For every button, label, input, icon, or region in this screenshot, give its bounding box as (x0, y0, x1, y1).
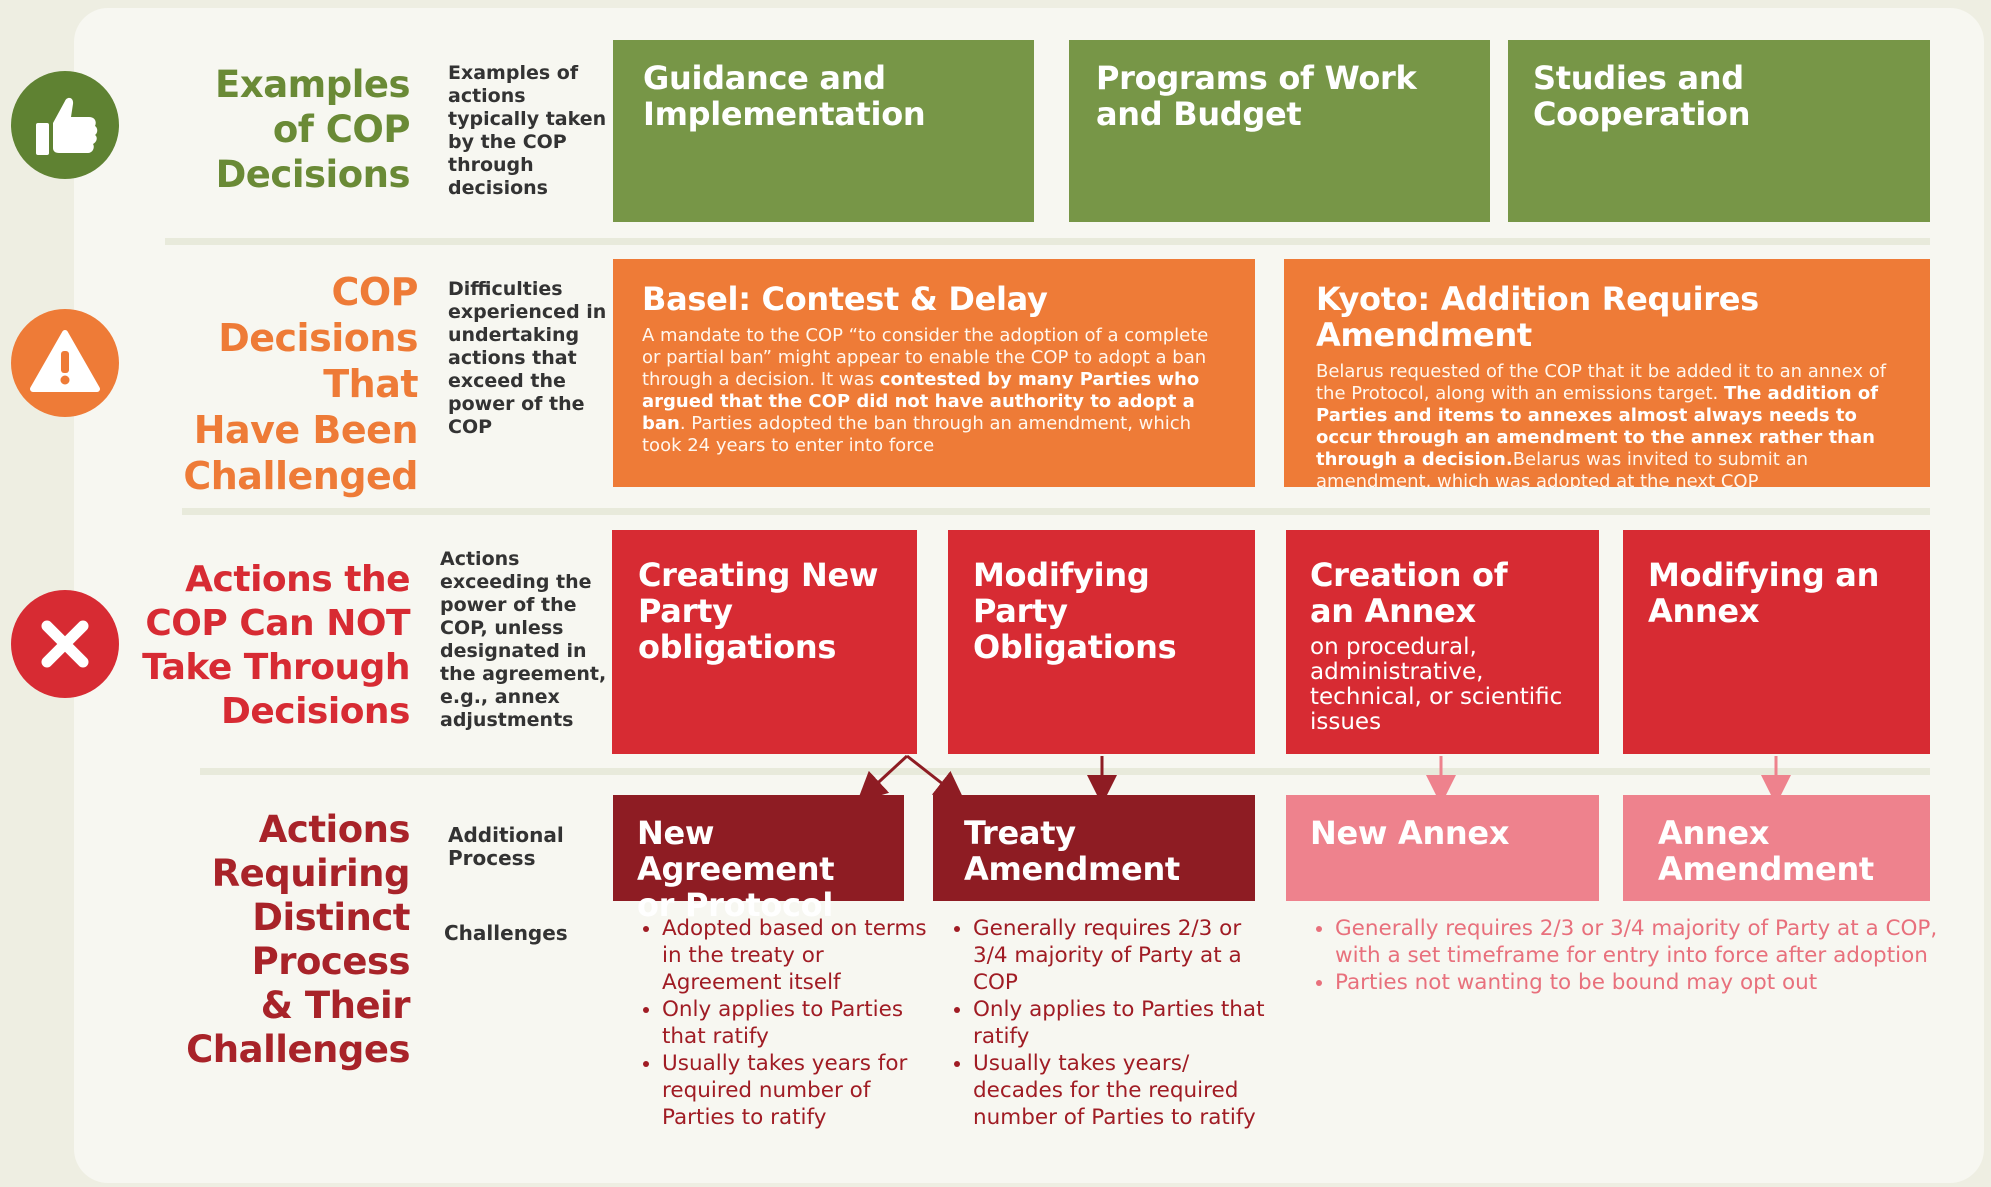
box-title: Programs of Work and Budget (1096, 59, 1417, 133)
amendment-challenges-list: Generally requires 2/3 or 3/4 majority o… (943, 915, 1273, 1131)
examples-row-title: Examples of COP Decisions (215, 63, 410, 196)
box-title: Modifying an Annex (1648, 556, 1880, 630)
challenged-row-description: Difficulties experienced in undertaking … (448, 278, 607, 438)
box-subtitle: on procedural, administrative, technical… (1310, 634, 1563, 735)
programs-of-work-box: Programs of Work and Budget (1069, 40, 1490, 222)
box-title: Creation of an Annex (1310, 556, 1508, 630)
box-title: Annex Amendment (1658, 814, 1874, 888)
modifying-annex-box: Modifying an Annex (1623, 530, 1930, 754)
thumbs-up-icon (11, 71, 119, 179)
list-item: Only applies to Parties that ratify (662, 996, 932, 1050)
cannot-row-title: Actions the COP Can NOT Take Through Dec… (142, 559, 410, 732)
distinct-row-title: Actions Requiring Distinct Process & The… (186, 808, 410, 1071)
basel-case-box: Basel: Contest & Delay A mandate to the … (613, 259, 1255, 487)
list-item: Usually takes years for required number … (662, 1050, 932, 1131)
list-item: Generally requires 2/3 or 3/4 majority o… (1335, 915, 1960, 969)
additional-process-label: Additional Process (448, 823, 564, 870)
treaty-amendment-box: Treaty Amendment (933, 795, 1255, 901)
basel-text: A mandate to the COP “to consider the ad… (642, 325, 1209, 456)
new-agreement-box: New Agreement or Protocol (613, 795, 904, 923)
close-x-icon (11, 590, 119, 698)
box-title: Creating New Party obligations (638, 556, 879, 666)
challenges-label: Challenges (444, 921, 568, 945)
row-separator (165, 238, 1930, 245)
list-item: Adopted based on terms in the treaty or … (662, 915, 932, 996)
box-title: Treaty Amendment (964, 814, 1180, 888)
annex-challenges-list: Generally requires 2/3 or 3/4 majority o… (1305, 915, 1960, 996)
box-title: New Agreement or Protocol (637, 814, 835, 924)
creating-new-party-obligations-box: Creating New Party obligations (612, 530, 917, 754)
list-item: Generally requires 2/3 or 3/4 majority o… (973, 915, 1273, 996)
cannot-row-description: Actions exceeding the power of the COP, … (440, 548, 607, 731)
row-separator (200, 768, 1930, 775)
list-item: Parties not wanting to be bound may opt … (1335, 969, 1960, 996)
creation-of-annex-box: Creation of an Annex on procedural, admi… (1286, 530, 1599, 754)
box-title: Modifying Party Obligations (973, 556, 1177, 666)
studies-cooperation-box: Studies and Cooperation (1508, 40, 1930, 222)
box-title: Studies and Cooperation (1533, 59, 1751, 133)
kyoto-case-box: Kyoto: Addition Requires Amendment Belar… (1284, 259, 1930, 492)
agreement-challenges-list: Adopted based on terms in the treaty or … (632, 915, 932, 1131)
basel-title: Basel: Contest & Delay (642, 280, 1048, 318)
new-annex-box: New Annex (1286, 795, 1599, 901)
modifying-party-obligations-box: Modifying Party Obligations (948, 530, 1255, 754)
list-item: Usually takes years/ decades for the req… (973, 1050, 1273, 1131)
challenged-row-title: COP Decisions That Have Been Challenged (183, 270, 418, 498)
warning-icon (11, 309, 119, 417)
list-item: Only applies to Parties that ratify (973, 996, 1273, 1050)
kyoto-title: Kyoto: Addition Requires Amendment (1316, 280, 1759, 354)
row-separator (182, 508, 1930, 515)
guidance-implementation-box: Guidance and Implementation (613, 40, 1034, 222)
box-title: Guidance and Implementation (643, 59, 926, 133)
examples-row-description: Examples of actions typically taken by t… (448, 62, 607, 199)
box-title: New Annex (1310, 814, 1510, 852)
annex-amendment-box: Annex Amendment (1623, 795, 1930, 901)
kyoto-text: Belarus requested of the COP that it be … (1316, 361, 1887, 492)
